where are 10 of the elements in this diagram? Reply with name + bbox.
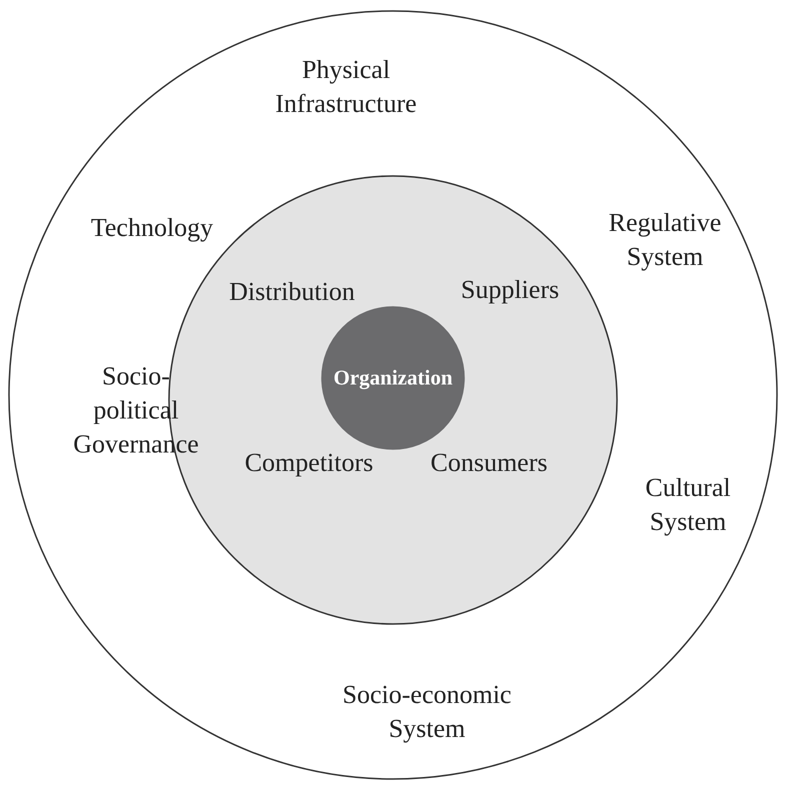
- ring-label: Suppliers: [460, 274, 560, 306]
- ring-label: Regulative System: [608, 207, 722, 273]
- ring-label: Distribution: [228, 276, 356, 308]
- ring-label: Technology: [90, 212, 214, 244]
- ring-label: Cultural System: [644, 472, 732, 538]
- center-label: Organization: [332, 364, 454, 392]
- ring-label: Physical Infrastructure: [274, 54, 418, 120]
- ring-label: Socio-economic System: [342, 679, 512, 745]
- ring-label: Consumers: [430, 447, 548, 480]
- ring-label: Competitors: [244, 447, 374, 480]
